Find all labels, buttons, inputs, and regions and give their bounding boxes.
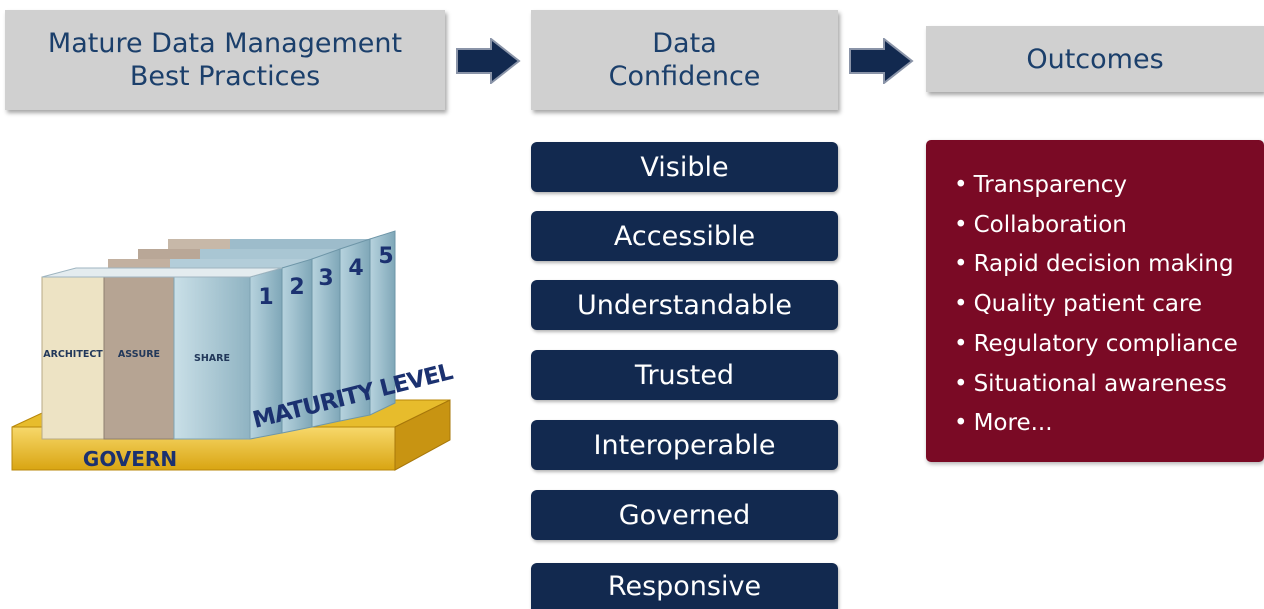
outcome-item: •Collaboration [954,211,1127,238]
outcome-item-label: Quality patient care [973,291,1203,318]
header-best-practices: Mature Data Management Best Practices [5,10,445,110]
header-outcomes-label: Outcomes [1026,43,1164,75]
outcome-item: •Situational awareness [954,370,1227,397]
outcome-item: •More... [954,410,1053,437]
header-data-confidence: Data Confidence [531,10,838,110]
pillar-label-assure: ASSURE [118,349,160,360]
confidence-item-governed: Governed [531,490,838,540]
right-arrow-icon [849,38,914,84]
outcome-item-label: Rapid decision making [973,251,1234,278]
level-number-5: 5 [378,244,393,269]
confidence-item-interoperable: Interoperable [531,420,838,470]
outcome-item-label: Transparency [973,172,1127,198]
pillar-label-architect: ARCHITECT [43,349,103,360]
outcomes-panel: •Transparency •Collaboration •Rapid deci… [926,140,1264,462]
header-outcomes: Outcomes [926,26,1264,92]
level-number-1: 1 [258,285,273,310]
header-best-practices-line2: Best Practices [129,61,321,92]
outcome-item: •Regulatory compliance [954,330,1238,357]
outcome-item-label: Collaboration [973,211,1127,238]
level-number-3: 3 [318,266,333,291]
confidence-item-label: Trusted [634,359,735,391]
govern-label: GOVERN [83,447,177,471]
maturity-model-graphic: ARCHITECT ASSURE SHARE 1 2 3 4 5 MATURIT… [11,230,456,471]
confidence-item-label: Governed [618,499,751,531]
outcome-item: •Transparency [954,172,1127,198]
outcome-item-label: Situational awareness [973,370,1227,397]
confidence-item-understandable: Understandable [531,280,838,330]
confidence-item-accessible: Accessible [531,211,838,261]
confidence-item-label: Responsive [607,570,762,602]
confidence-item-trusted: Trusted [531,350,838,400]
confidence-item-responsive: Responsive [531,563,838,609]
header-best-practices-line1: Mature Data Management [47,28,403,59]
level-number-4: 4 [348,256,363,281]
confidence-item-label: Visible [640,151,729,183]
outcome-item-label: More... [973,410,1053,437]
confidence-item-label: Understandable [577,289,792,321]
confidence-item-visible: Visible [531,142,838,192]
pillar-label-share: SHARE [194,353,230,364]
outcome-item: •Rapid decision making [954,251,1234,278]
header-data-confidence-line1: Data [652,28,717,59]
outcome-item-label: Regulatory compliance [973,330,1238,357]
level-number-2: 2 [289,275,304,300]
front-pillars [41,267,283,440]
outcome-item: •Quality patient care [954,291,1203,318]
confidence-item-label: Accessible [613,220,756,252]
level-panels [249,230,396,440]
confidence-item-label: Interoperable [593,429,776,461]
header-data-confidence-line2: Confidence [608,61,761,92]
right-arrow-icon [456,38,521,84]
